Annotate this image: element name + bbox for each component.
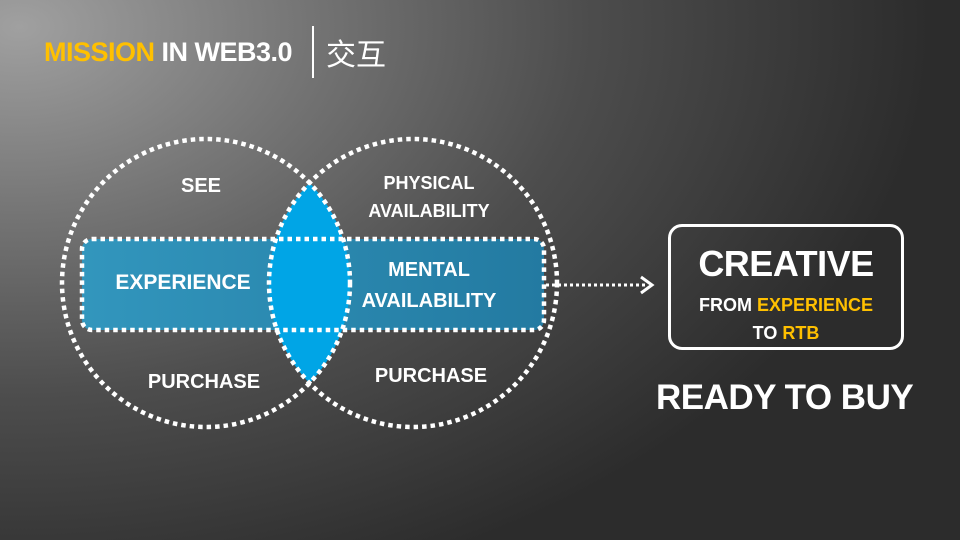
arrow-head: [640, 275, 655, 295]
page-title: MISSION IN WEB3.0: [44, 36, 293, 68]
label-see: SEE: [181, 175, 221, 197]
title-chinese: 交互: [326, 38, 387, 73]
right-circle: [266, 136, 560, 430]
ready-to-buy: READY TO BUY: [656, 378, 914, 417]
creative-subtitle: FROM EXPERIENCE TO RTB: [671, 291, 901, 347]
left-circle: [59, 136, 353, 430]
title-rest: IN WEB3.0: [154, 36, 293, 67]
label-experience: EXPERIENCE: [115, 271, 250, 294]
title-highlight: MISSION: [44, 36, 155, 67]
label-purchase-left: PURCHASE: [148, 371, 260, 393]
band-outline: [79, 236, 547, 333]
creative-box: CREATIVE FROM EXPERIENCE TO RTB: [668, 224, 904, 350]
creative-line1-prefix: FROM: [698, 295, 757, 315]
title-row: MISSION IN WEB3.0 交互: [44, 26, 386, 78]
label-physical: PHYSICAL: [383, 173, 474, 193]
creative-line1: FROM EXPERIENCE: [671, 291, 901, 319]
label-mental: MENTAL: [388, 259, 470, 281]
title-divider: [312, 26, 315, 78]
creative-line2: TO RTB: [671, 319, 901, 347]
label-purchase-right: PURCHASE: [375, 365, 487, 387]
label-mental-availability: AVAILABILITY: [362, 290, 497, 312]
creative-line1-highlight: EXPERIENCE: [756, 295, 874, 315]
label-physical-availability: AVAILABILITY: [368, 201, 489, 221]
creative-line2-prefix: TO: [752, 323, 783, 343]
creative-title: CREATIVE: [698, 243, 874, 284]
creative-line2-highlight: RTB: [782, 323, 820, 343]
